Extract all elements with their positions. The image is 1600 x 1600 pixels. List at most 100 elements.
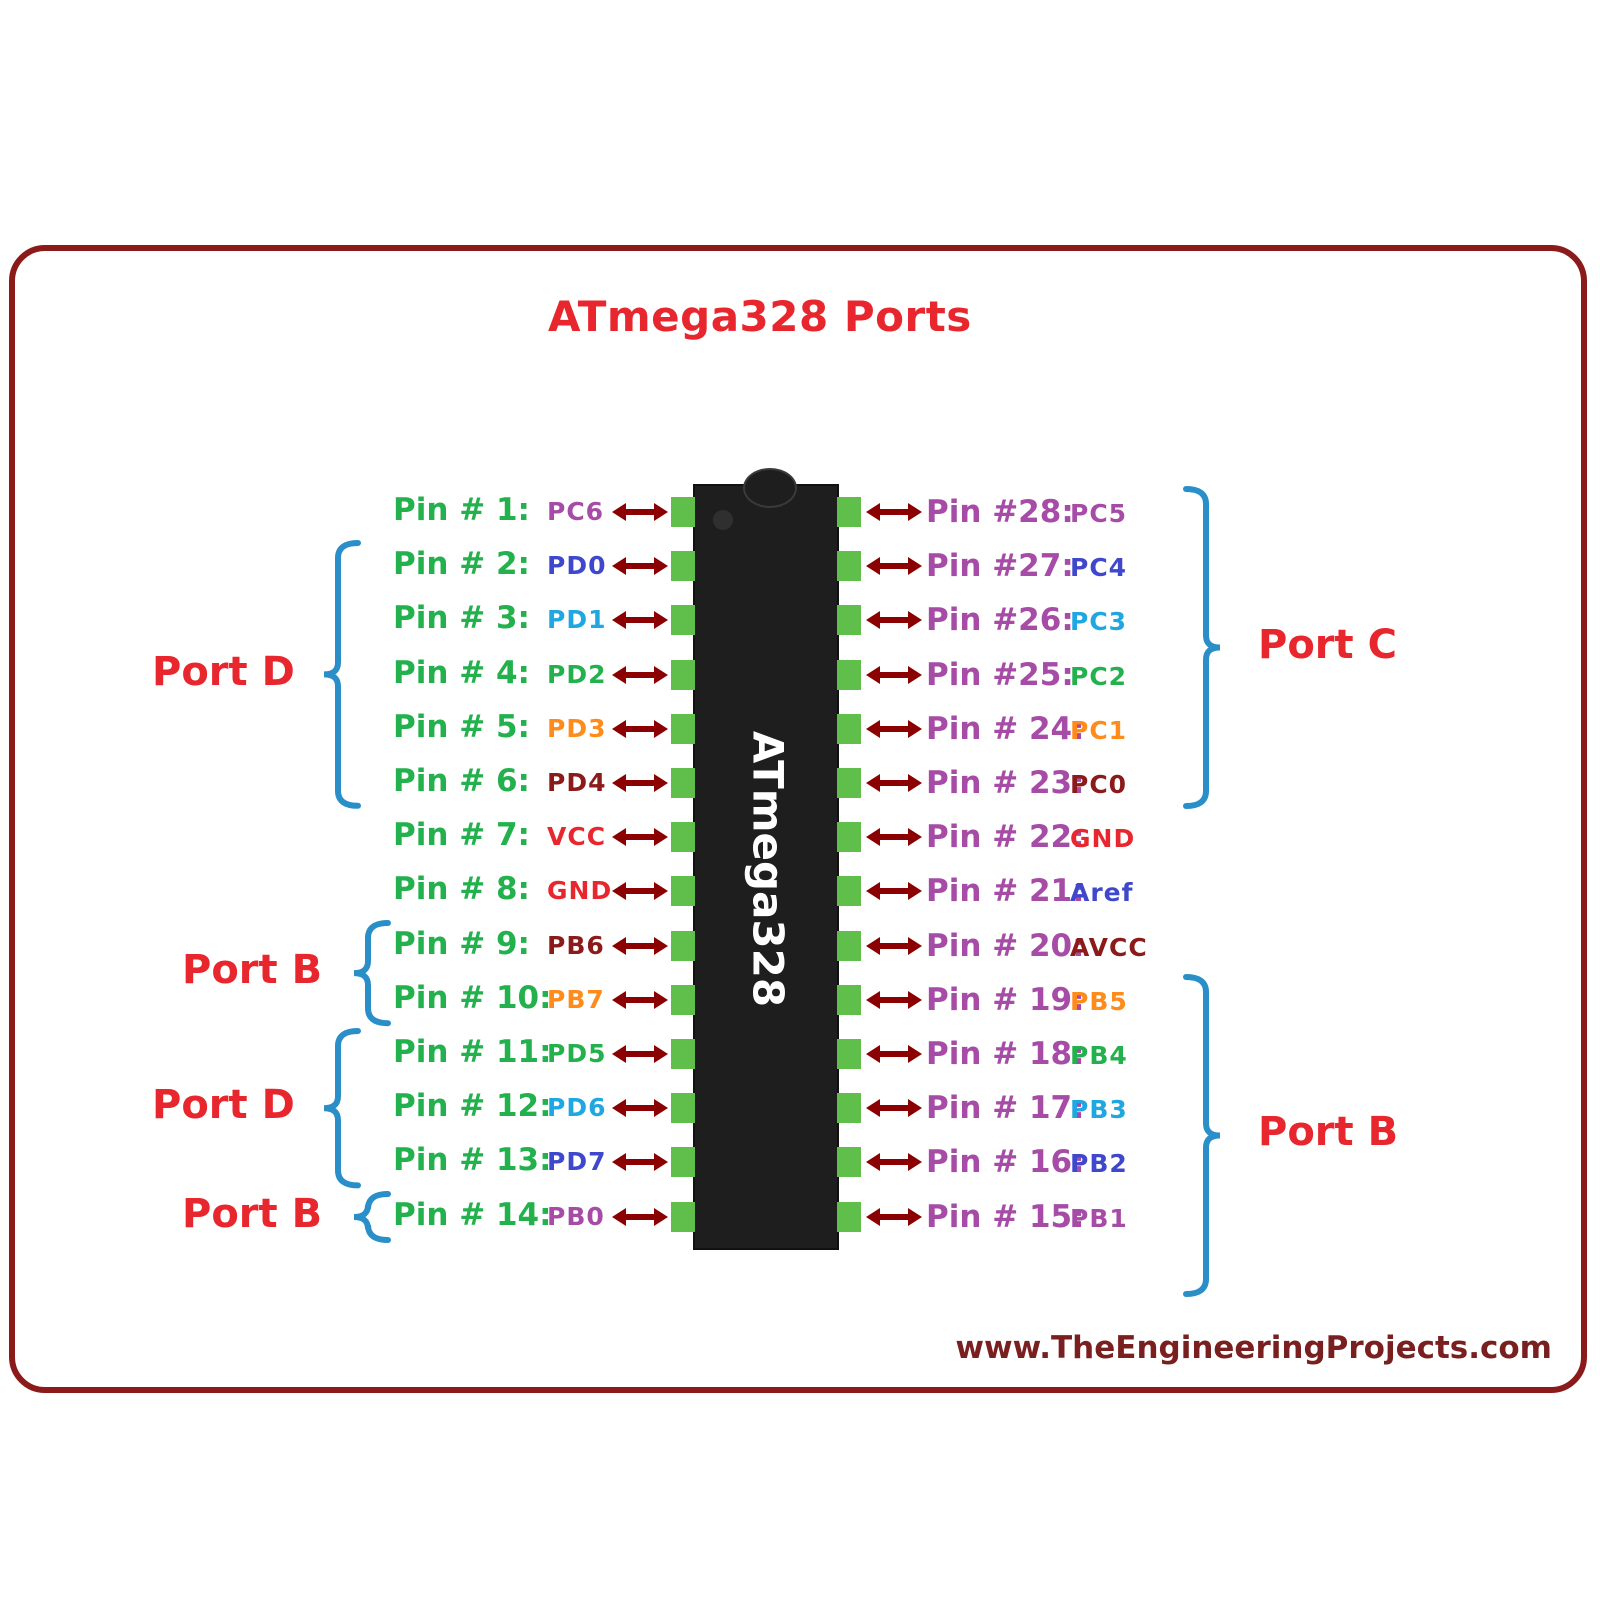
port-brace-3 — [323, 1028, 361, 1189]
pin-label-4: Pin # 4: — [393, 654, 530, 691]
bidirectional-arrow-icon — [866, 557, 922, 576]
bidirectional-arrow-icon — [612, 882, 668, 901]
chip-pin-pad-16 — [837, 1147, 861, 1178]
pin-signal-13: PD7 — [547, 1147, 607, 1177]
bidirectional-arrow-icon — [866, 1207, 922, 1226]
pin-label-8: Pin # 8: — [393, 871, 530, 908]
chip-pin-pad-24 — [837, 713, 861, 744]
chip-pin-pad-5 — [671, 713, 695, 744]
chip-pin-pad-19 — [837, 984, 861, 1015]
pin-signal-1: PC6 — [547, 497, 605, 526]
pin-label-13: Pin # 13: — [393, 1142, 552, 1179]
bidirectional-arrow-icon — [612, 503, 668, 521]
chip-pin-pad-8 — [671, 876, 695, 907]
pin-signal-11: PD5 — [547, 1039, 607, 1068]
pin-label-16: Pin # 16: — [926, 1144, 1085, 1181]
website-credit: www.TheEngineeringProjects.com — [955, 1330, 1552, 1366]
pin-label-6: Pin # 6: — [393, 763, 530, 799]
pin-label-23: Pin # 23: — [926, 765, 1085, 801]
pin-label-12: Pin # 12: — [393, 1088, 552, 1125]
port-group-label-3: Port D — [152, 1082, 295, 1129]
chip-pin-pad-21 — [837, 876, 861, 907]
pin-label-27: Pin #27: — [926, 548, 1074, 585]
pin-signal-14: PB0 — [547, 1201, 605, 1231]
chip-label: ATmega328 — [743, 730, 793, 1008]
pin-signal-12: PD6 — [547, 1093, 607, 1123]
bidirectional-arrow-icon — [866, 1045, 922, 1063]
bidirectional-arrow-icon — [612, 1045, 668, 1063]
chip-pin-pad-28 — [837, 497, 861, 527]
bidirectional-arrow-icon — [866, 719, 922, 738]
pin-signal-17: PB3 — [1070, 1095, 1128, 1125]
port-brace-6 — [1183, 973, 1221, 1297]
port-brace-5 — [1183, 486, 1221, 809]
chip-notch — [743, 468, 797, 508]
pin-label-2: Pin # 2: — [393, 546, 530, 583]
pin-signal-27: PC4 — [1070, 553, 1128, 583]
chip-pin-pad-18 — [837, 1039, 861, 1069]
pin-label-3: Pin # 3: — [393, 600, 530, 637]
port-brace-4 — [353, 1190, 391, 1243]
pin-signal-5: PD3 — [547, 713, 607, 743]
pin-signal-18: PB4 — [1070, 1041, 1128, 1070]
pin-label-9: Pin # 9: — [393, 925, 530, 962]
port-group-label-2: Port B — [182, 946, 323, 993]
pin-label-1: Pin # 1: — [393, 492, 530, 528]
pin-signal-23: PC0 — [1070, 770, 1128, 799]
pin-label-26: Pin #26: — [926, 602, 1074, 639]
chip-pin-pad-25 — [837, 659, 861, 690]
port-group-label-6: Port B — [1258, 1109, 1399, 1156]
pin-signal-15: PB1 — [1070, 1203, 1128, 1233]
chip-pin-pad-12 — [671, 1093, 695, 1124]
pin-signal-9: PB6 — [547, 930, 605, 960]
bidirectional-arrow-icon — [612, 665, 668, 684]
pin-signal-24: PC1 — [1070, 715, 1128, 745]
pin-label-17: Pin # 17: — [926, 1090, 1085, 1127]
port-brace-1 — [323, 540, 361, 809]
pin-label-25: Pin #25: — [926, 656, 1074, 693]
pin-signal-2: PD0 — [547, 551, 607, 581]
bidirectional-arrow-icon — [612, 611, 668, 630]
bidirectional-arrow-icon — [612, 828, 668, 847]
pin-signal-25: PC2 — [1070, 661, 1128, 691]
bidirectional-arrow-icon — [866, 882, 922, 901]
pin-label-7: Pin # 7: — [393, 817, 530, 854]
pin-signal-8: GND — [547, 876, 613, 906]
bidirectional-arrow-icon — [866, 1153, 922, 1172]
chip-pin-pad-27 — [837, 551, 861, 582]
bidirectional-arrow-icon — [866, 990, 922, 1009]
chip-pin-pad-13 — [671, 1147, 695, 1178]
chip-pin-pad-6 — [671, 768, 695, 798]
pin-signal-7: VCC — [547, 822, 607, 852]
port-brace-2 — [353, 919, 391, 1026]
bidirectional-arrow-icon — [866, 774, 922, 792]
pin-signal-3: PD1 — [547, 605, 607, 635]
pin-label-21: Pin # 21: — [926, 873, 1085, 910]
bidirectional-arrow-icon — [866, 828, 922, 847]
pin-label-15: Pin # 15: — [926, 1198, 1085, 1235]
chip-pin-pad-26 — [837, 605, 861, 636]
bidirectional-arrow-icon — [866, 611, 922, 630]
pin-label-20: Pin # 20: — [926, 927, 1085, 964]
pin-label-24: Pin # 24: — [926, 710, 1085, 747]
pin-signal-28: PC5 — [1070, 499, 1128, 528]
bidirectional-arrow-icon — [866, 936, 922, 955]
bidirectional-arrow-icon — [612, 1099, 668, 1118]
pin-signal-6: PD4 — [547, 768, 607, 797]
pin-signal-21: Aref — [1070, 878, 1134, 908]
chip-pin-pad-22 — [837, 822, 861, 853]
pin-signal-19: PB5 — [1070, 986, 1128, 1016]
pin-label-28: Pin #28: — [926, 494, 1074, 530]
bidirectional-arrow-icon — [612, 990, 668, 1009]
pin-label-14: Pin # 14: — [393, 1196, 552, 1233]
bidirectional-arrow-icon — [612, 557, 668, 576]
bidirectional-arrow-icon — [612, 719, 668, 738]
pin-label-11: Pin # 11: — [393, 1034, 552, 1070]
pin-label-18: Pin # 18: — [926, 1036, 1085, 1072]
port-group-label-4: Port B — [182, 1190, 323, 1237]
chip-body: ATmega328 — [693, 468, 839, 1250]
chip-pin-pad-3 — [671, 605, 695, 636]
bidirectional-arrow-icon — [612, 936, 668, 955]
chip-pin-pad-23 — [837, 768, 861, 798]
chip-pin1-dot — [713, 510, 733, 530]
